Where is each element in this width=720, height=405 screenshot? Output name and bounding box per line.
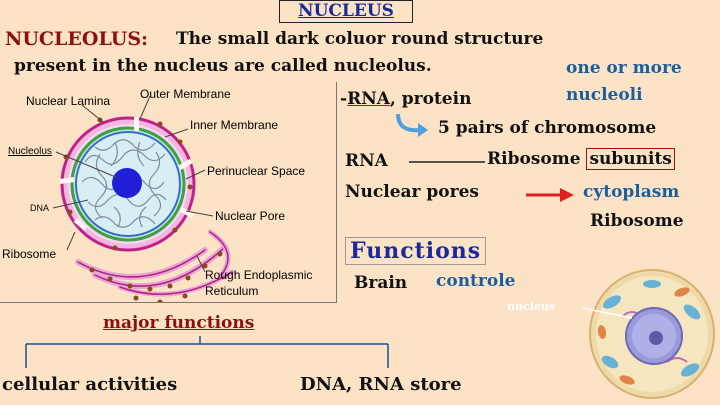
nucleus-diagram: Nuclear Lamina Outer Membrane Inner Memb… <box>2 87 312 302</box>
controle-text: controle <box>436 271 516 291</box>
brain-text: Brain <box>354 273 408 293</box>
rna-label: RNA <box>345 151 388 171</box>
dash-prefix: - <box>340 89 348 109</box>
major-functions-heading: major functions <box>103 313 255 333</box>
nucleoli-note-line-1: one or more <box>566 58 682 78</box>
dna-icon <box>81 139 167 228</box>
cell-nucleus-label: nucleus <box>507 300 556 313</box>
dna-rna-store-text: DNA, RNA store <box>300 374 462 395</box>
diagram-frame <box>0 82 337 303</box>
label-rough-er-2: Reticulum <box>205 284 258 298</box>
cell-illustration <box>582 269 715 399</box>
ribosome-subunits-line: Ribosome subunits <box>487 148 675 170</box>
nuclear-pores-text: Nuclear pores <box>345 182 479 202</box>
label-nucleolus: Nucleolus <box>8 146 52 157</box>
label-perinuclear-space: Perinuclear Space <box>207 164 305 178</box>
connector-line <box>409 161 485 163</box>
nucleolus-icon <box>112 168 142 198</box>
label-outer-membrane: Outer Membrane <box>140 87 231 101</box>
ribosome-word: Ribosome <box>487 149 581 169</box>
chromosome-line: 5 pairs of chromosome <box>438 118 657 138</box>
functions-heading: Functions <box>345 237 487 265</box>
subunits-word: subunits <box>586 148 675 170</box>
rna-protein-line: -RNA, protein <box>340 89 471 109</box>
nucleoli-note-line-2: nucleoli <box>566 85 643 105</box>
definition-line-1: The small dark coluor round structure <box>176 29 544 49</box>
page-title: NUCLEUS <box>279 0 413 23</box>
label-ribosome: Ribosome <box>2 247 56 261</box>
protein-suffix: , protein <box>389 89 472 109</box>
definition-line-2: present in the nucleus are called nucleo… <box>14 56 432 76</box>
nuclear-pore-icon <box>59 117 195 231</box>
ribosome-text: Ribosome <box>590 211 684 231</box>
label-rough-er-1: Rough Endoplasmic <box>205 268 312 282</box>
label-dna: DNA <box>30 203 49 213</box>
curved-arrow-icon <box>396 113 428 137</box>
cytoplasm-text: cytoplasm <box>583 182 680 202</box>
label-nuclear-pore: Nuclear Pore <box>215 209 285 223</box>
label-inner-membrane: Inner Membrane <box>190 118 278 132</box>
rna-word: RNA <box>347 89 390 109</box>
major-functions-tree <box>25 336 389 368</box>
label-nuclear-lamina: Nuclear Lamina <box>26 94 110 108</box>
cellular-activities-text: cellular activities <box>2 374 178 395</box>
red-arrow-icon <box>526 188 574 202</box>
nucleolus-term: NUCLEOLUS: <box>5 28 149 50</box>
